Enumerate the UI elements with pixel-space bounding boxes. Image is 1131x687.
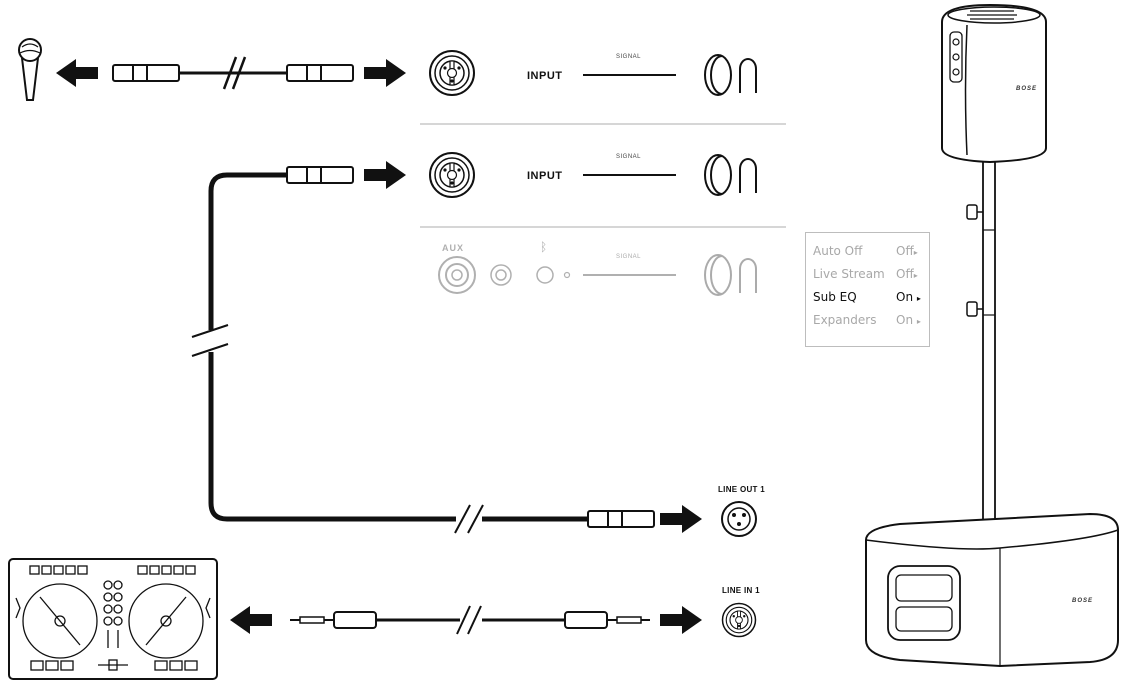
menu-item-auto-off[interactable]: Auto Off Off▸ bbox=[806, 240, 929, 263]
chevron-right-icon: ▸ bbox=[913, 248, 918, 257]
mounting-pole-icon bbox=[966, 159, 1005, 543]
menu-item-live-stream[interactable]: Live Stream Off▸ bbox=[806, 263, 929, 286]
arrow-right-icon bbox=[660, 505, 702, 533]
chevron-right-icon: ▸ bbox=[913, 271, 918, 280]
arrow-right-icon bbox=[364, 59, 406, 87]
bluetooth-symbol: ᛒ bbox=[540, 240, 548, 254]
chevron-right-icon: ▸ bbox=[916, 294, 921, 303]
menu-item-value: Off▸ bbox=[896, 267, 918, 281]
arrow-right-icon bbox=[660, 606, 702, 634]
channel-2-signal-label: SIGNAL bbox=[616, 154, 642, 160]
microphone-icon bbox=[18, 38, 42, 101]
menu-item-label: Sub EQ bbox=[813, 290, 857, 304]
chevron-right-icon: ▸ bbox=[916, 317, 921, 326]
aux-label: AUX bbox=[442, 243, 465, 253]
arrow-right-icon bbox=[364, 161, 406, 189]
bluetooth-icon bbox=[536, 266, 571, 284]
arrow-left-icon bbox=[56, 59, 98, 87]
menu-item-label: Live Stream bbox=[813, 267, 885, 281]
volume-knob-icon bbox=[704, 54, 757, 96]
menu-item-expanders[interactable]: Expanders On ▸ bbox=[806, 309, 929, 332]
combo-jack-icon bbox=[429, 152, 475, 198]
menu-item-label: Expanders bbox=[813, 313, 877, 327]
channel-1-input-label: INPUT bbox=[527, 70, 563, 82]
menu-item-value: Off▸ bbox=[896, 244, 918, 258]
volume-knob-icon bbox=[704, 154, 757, 196]
channel-2-input-label: INPUT bbox=[527, 170, 563, 182]
menu-item-value: On ▸ bbox=[896, 313, 921, 327]
subwoofer-icon bbox=[865, 512, 1119, 668]
speaker-logo: BOSE bbox=[1016, 86, 1038, 92]
combo-jack-icon bbox=[429, 50, 475, 96]
line-out-jack-icon bbox=[721, 501, 757, 537]
quarter-inch-cable-icon bbox=[290, 605, 650, 635]
settings-menu: Auto Off Off▸ Live Stream Off▸ Sub EQ On… bbox=[805, 232, 930, 347]
line-in-label: LINE IN 1 bbox=[722, 586, 760, 595]
xlr-cable-icon bbox=[112, 56, 354, 90]
subwoofer-logo: BOSE bbox=[1072, 598, 1094, 604]
channel-3-signal-label: SIGNAL bbox=[616, 254, 642, 260]
aux-jack-icon bbox=[438, 256, 512, 294]
channel-1-signal-label: SIGNAL bbox=[616, 54, 642, 60]
menu-item-value: On ▸ bbox=[896, 290, 921, 304]
menu-item-sub-eq[interactable]: Sub EQ On ▸ bbox=[806, 286, 929, 309]
volume-knob-icon bbox=[704, 254, 757, 296]
arrow-left-icon bbox=[230, 606, 272, 634]
speaker-icon bbox=[941, 3, 1047, 164]
line-out-label: LINE OUT 1 bbox=[718, 485, 766, 494]
xlr-cable-icon bbox=[587, 510, 655, 528]
dj-controller-icon bbox=[8, 558, 218, 680]
combo-jack-icon bbox=[721, 602, 757, 638]
menu-item-label: Auto Off bbox=[813, 244, 863, 258]
xlr-cable-icon bbox=[286, 166, 354, 184]
